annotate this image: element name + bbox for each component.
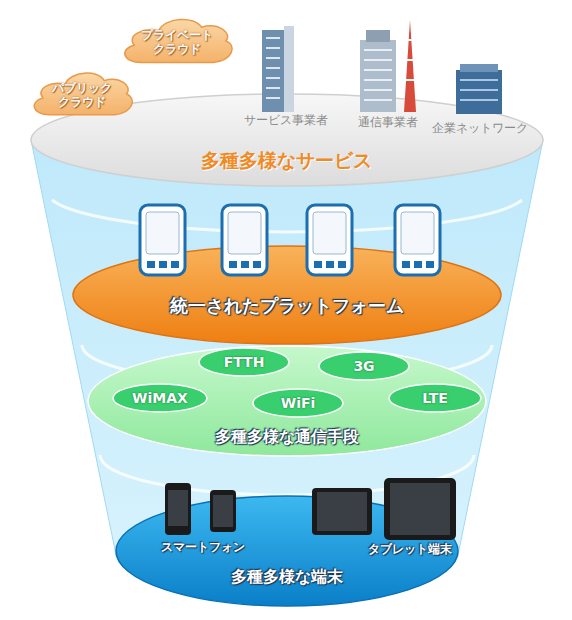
smartphone-body [165, 483, 191, 535]
tablet-body [312, 488, 372, 535]
platform-layer-ellipse: 統一されたプラットフォーム [72, 245, 502, 345]
node-text: パブリック クラウド [46, 73, 118, 117]
node-text: 多種多様なサービス [0, 146, 572, 174]
service-building [262, 26, 294, 112]
building-body [360, 40, 396, 112]
node-text: WiFi [252, 388, 344, 418]
device-frame [140, 205, 185, 275]
device-button [426, 261, 434, 268]
carrier-building [360, 20, 416, 112]
building-side [284, 26, 294, 112]
node-text: 多種多様な端末 [115, 565, 459, 589]
device-button [338, 261, 346, 268]
smartphone-body [210, 490, 236, 532]
enterprise-building [456, 64, 502, 114]
smartphone-screen [168, 490, 188, 526]
ellipse-shape [253, 389, 343, 417]
building-windows [460, 80, 498, 100]
device-button [171, 261, 179, 268]
device-button [159, 261, 167, 268]
node-text: 多種多様な通信手段 [87, 425, 487, 449]
device-button [241, 261, 249, 268]
node-text: プライベート クラウド [138, 20, 216, 64]
network-option: 3G [318, 351, 410, 381]
building-body [262, 30, 284, 112]
platform-devices [140, 205, 440, 275]
ellipse-shape [319, 352, 409, 380]
funnel-rim [52, 200, 522, 232]
platform-device [140, 205, 185, 275]
tower-bands [405, 40, 415, 80]
building-top [460, 64, 498, 72]
radio-tower [404, 20, 416, 112]
building-windows [266, 38, 280, 98]
funnel-body [31, 140, 543, 605]
ellipse-shape [113, 384, 207, 412]
device-button [229, 261, 237, 268]
tablet-screen [390, 483, 450, 535]
network-layer-ellipse: 多種多様な通信手段 FTTH 3G WiMAX WiFi LTE [87, 345, 487, 457]
node-text: WiMAX [112, 383, 208, 413]
building-label: サービス事業者 [244, 112, 328, 129]
building-top [366, 30, 390, 42]
funnel-rim [100, 455, 474, 495]
network-option: FTTH [198, 347, 290, 377]
service-layer-disc: 多種多様なサービス プライベート クラウドパブリック クラウド [0, 0, 572, 200]
device-frame [222, 205, 267, 275]
private-cloud: プライベート クラウド [118, 8, 234, 70]
building-body [456, 70, 502, 114]
device-button [314, 261, 322, 268]
node-text: FTTH [198, 347, 290, 377]
platform-device [395, 205, 440, 275]
ellipse-shape [88, 346, 486, 456]
network-option: WiMAX [112, 383, 208, 413]
building-label: 通信事業者 [358, 114, 418, 131]
device-button [147, 261, 155, 268]
platform-device [307, 205, 352, 275]
public-cloud: パブリック クラウド [28, 62, 134, 122]
ellipse-shape [389, 384, 481, 412]
device-label: タブレット端末 [368, 541, 452, 558]
ellipse-shape [199, 348, 289, 376]
platform-layer-ellipse-outline [72, 245, 502, 345]
tablet-body [384, 478, 456, 540]
network-option: WiFi [252, 388, 344, 418]
platform-device [222, 205, 267, 275]
device-button [414, 261, 422, 268]
node-text: 統一されたプラットフォーム [72, 293, 502, 319]
device-screen [228, 212, 261, 254]
node-text: LTE [388, 383, 482, 413]
device-label: スマートフォン [161, 539, 245, 556]
smartphone-screen [213, 495, 233, 527]
device-button [402, 261, 410, 268]
building-label: 企業ネットワーク [432, 120, 528, 137]
ellipse-shape [73, 246, 501, 344]
device-screen [401, 212, 434, 254]
building-windows [364, 50, 392, 100]
ellipse-shape [116, 496, 458, 606]
terminal-devices [165, 478, 456, 540]
node-text: 3G [318, 351, 410, 381]
device-button [326, 261, 334, 268]
device-screen [313, 212, 346, 254]
device-screen [146, 212, 179, 254]
device-button [253, 261, 261, 268]
device-frame [395, 205, 440, 275]
tablet-screen [317, 492, 367, 531]
device-frame [307, 205, 352, 275]
network-option: LTE [388, 383, 482, 413]
